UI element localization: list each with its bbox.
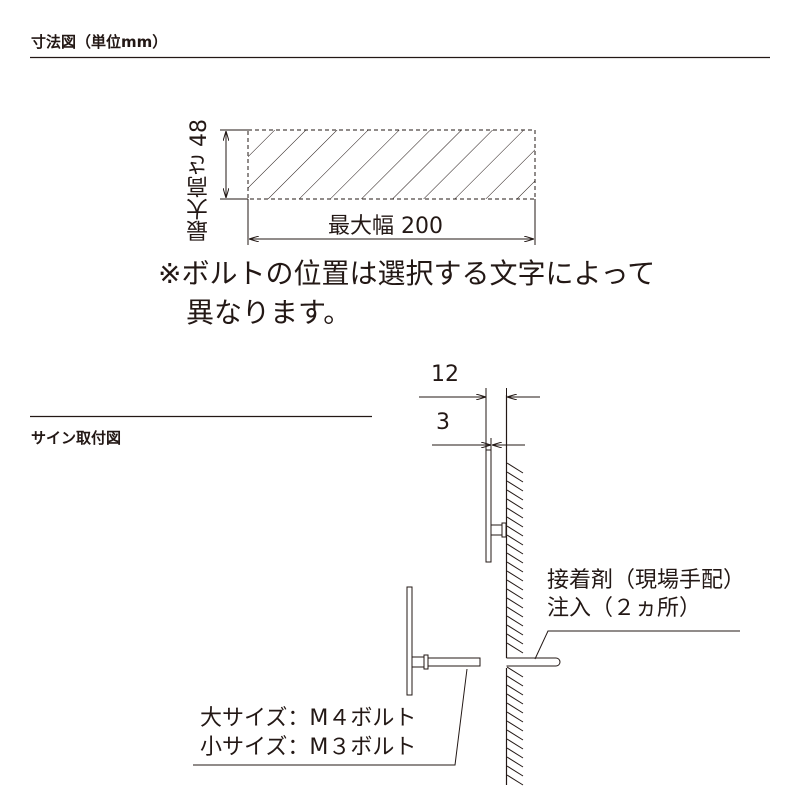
max-width-label: 最大幅 200: [328, 214, 443, 239]
mounted-sign: [485, 449, 507, 563]
dim-3-label: 3: [436, 410, 450, 435]
mounting-section-title: サイン取付図: [31, 429, 122, 447]
adhesive-hole: [506, 657, 561, 667]
adhesive-label-line2: 注入（２ヵ所）: [547, 596, 702, 621]
sign-outline: [247, 129, 536, 200]
bolt-small-label: 小サイズ：M３ボルト: [200, 735, 417, 760]
bolt-large-label: 大サイズ：M４ボルト: [200, 706, 417, 731]
dimensions-section-title: 寸法図（単位mm）: [31, 33, 168, 51]
adhesive-leader: [534, 630, 740, 660]
bolt-position-note-line1: ※ボルトの位置は選択する文字によって: [158, 257, 656, 290]
bolt-position-note-line2: 異なります。: [186, 296, 352, 329]
sign-with-bolt: [406, 586, 481, 696]
wall: [505, 395, 524, 786]
adhesive-label-line1: 接着剤（現場手配）: [547, 568, 746, 593]
bolt-leader: [193, 668, 468, 766]
dim-12-label: 12: [431, 362, 459, 387]
